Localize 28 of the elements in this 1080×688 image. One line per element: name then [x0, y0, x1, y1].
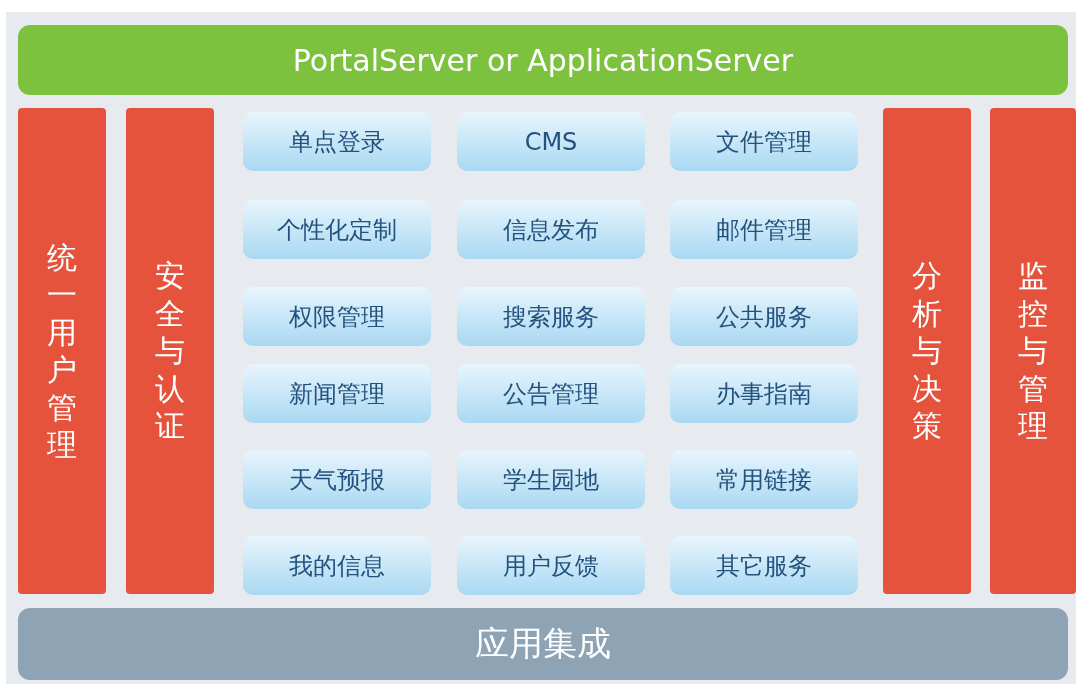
service-column [990, 108, 1076, 594]
module-tile: 权限管理 [243, 287, 431, 346]
module-tile: 公告管理 [457, 364, 645, 423]
integration-bar: 应用集成 [18, 608, 1068, 680]
column-label: 监控与管理 [1017, 257, 1049, 445]
module-tile: 常用链接 [670, 450, 858, 509]
module-tile: 其它服务 [670, 536, 858, 595]
service-column [126, 108, 214, 594]
module-tile: 搜索服务 [457, 287, 645, 346]
module-tile: 信息发布 [457, 200, 645, 259]
column-label: 安全与认证 [154, 257, 186, 445]
server-bar: PortalServer or ApplicationServer [18, 25, 1068, 95]
module-tile: CMS [457, 112, 645, 171]
module-tile: 文件管理 [670, 112, 858, 171]
module-tile: 我的信息 [243, 536, 431, 595]
module-tile: 单点登录 [243, 112, 431, 171]
module-tile: 用户反馈 [457, 536, 645, 595]
module-tile: 邮件管理 [670, 200, 858, 259]
column-label: 统一用户管理 [46, 238, 78, 464]
module-tile: 公共服务 [670, 287, 858, 346]
module-tile: 办事指南 [670, 364, 858, 423]
column-label: 分析与决策 [911, 257, 943, 445]
module-tile: 天气预报 [243, 450, 431, 509]
module-tile: 个性化定制 [243, 200, 431, 259]
service-column [18, 108, 106, 594]
module-tile: 新闻管理 [243, 364, 431, 423]
service-column [883, 108, 971, 594]
module-tile: 学生园地 [457, 450, 645, 509]
